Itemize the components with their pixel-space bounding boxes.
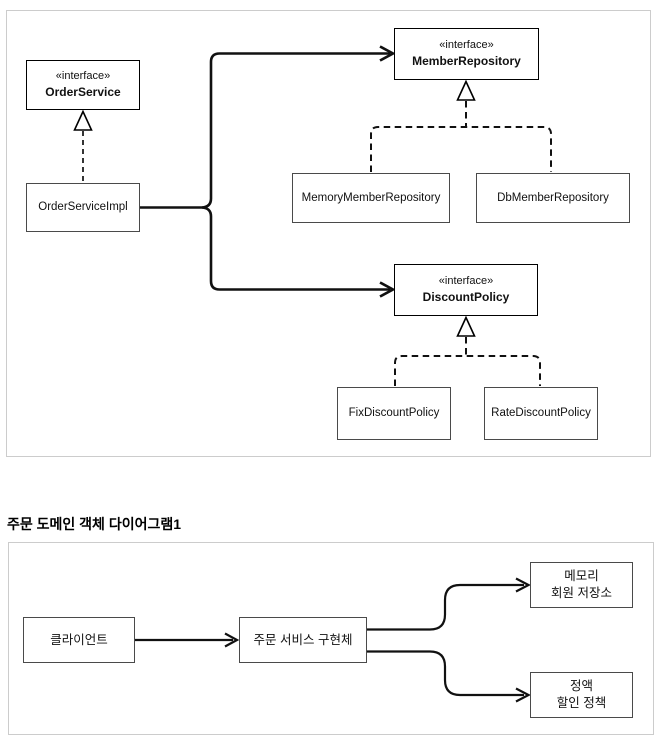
class-box-fix-discount-policy: FixDiscountPolicy	[337, 387, 451, 440]
class-name: MemberRepository	[412, 53, 521, 68]
object-box-fixed-discount-policy: 정액 할인 정책	[530, 672, 633, 718]
class-box-rate-discount-policy: RateDiscountPolicy	[484, 387, 598, 440]
stereotype-label: «interface»	[439, 39, 494, 52]
object-label-line2: 할인 정책	[556, 696, 607, 710]
interface-box-member-repository: «interface» MemberRepository	[394, 28, 539, 80]
stereotype-label: «interface»	[55, 70, 111, 83]
object-label-line2: 회원 저장소	[551, 586, 612, 600]
class-name: OrderServiceImpl	[38, 201, 128, 214]
interface-box-discount-policy: «interface» DiscountPolicy	[394, 264, 538, 316]
object-label: 주문 서비스 구현체	[253, 632, 353, 647]
object-label-line1: 메모리	[564, 569, 599, 584]
class-box-db-member-repository: DbMemberRepository	[476, 173, 630, 223]
object-label: 클라이언트	[50, 632, 108, 647]
class-name: MemoryMemberRepository	[301, 191, 441, 204]
object-label-line1: 정액	[569, 679, 593, 694]
class-name: DiscountPolicy	[422, 289, 510, 304]
class-name: DbMemberRepository	[497, 191, 609, 204]
class-name: FixDiscountPolicy	[348, 407, 440, 420]
interface-box-order-service: «interface» OrderService	[26, 60, 140, 110]
class-name: RateDiscountPolicy	[491, 407, 591, 420]
class-name: OrderService	[45, 84, 121, 99]
class-box-order-service-impl: OrderServiceImpl	[26, 183, 140, 232]
object-diagram-title: 주문 도메인 객체 다이어그램1	[7, 516, 182, 532]
stereotype-label: «interface»	[438, 275, 494, 288]
object-box-client: 클라이언트	[23, 617, 135, 663]
class-box-memory-member-repository: MemoryMemberRepository	[292, 173, 450, 223]
object-box-order-service-impl: 주문 서비스 구현체	[239, 617, 367, 663]
object-box-memory-member-store: 메모리 회원 저장소	[530, 562, 633, 608]
